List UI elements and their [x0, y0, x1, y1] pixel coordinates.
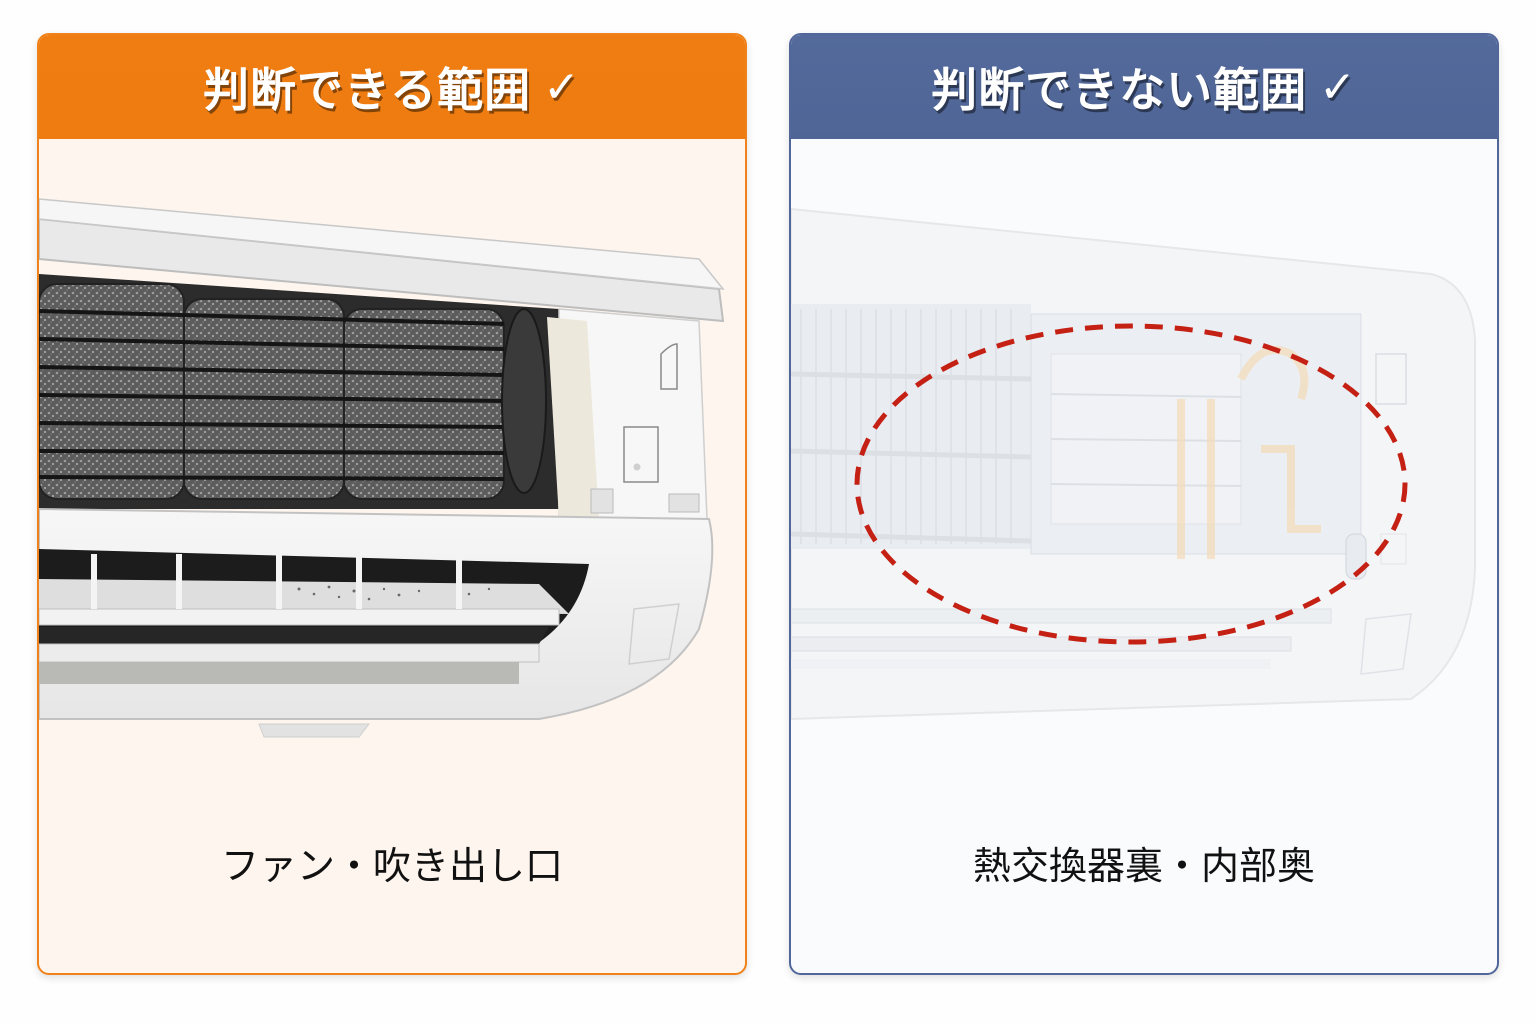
air-conditioner-icon: [39, 198, 725, 738]
panel-judgeable-range: 判断できる範囲 ✓: [37, 33, 747, 975]
check-mark-icon: ✓: [1319, 61, 1357, 113]
highlight-dashed-circle: [854, 323, 1408, 645]
panel-header-not-judgeable: 判断できない範囲 ✓: [791, 35, 1497, 139]
panel-title: 判断できない範囲: [931, 63, 1308, 117]
panel-header-judgeable: 判断できる範囲 ✓: [39, 35, 745, 139]
check-mark-icon: ✓: [543, 61, 581, 113]
panel-caption: ファン・吹き出し口: [220, 844, 563, 888]
air-conditioner-icon: [791, 207, 1476, 721]
ac-illustration-dirty-fan: [39, 139, 745, 759]
ac-illustration-translucent-interior: [791, 139, 1497, 759]
panel-not-judgeable-range: 判断できない範囲 ✓: [789, 33, 1499, 975]
panel-caption: 熱交換器裏・内部奥: [972, 844, 1315, 888]
panel-title: 判断できる範囲: [203, 63, 532, 117]
